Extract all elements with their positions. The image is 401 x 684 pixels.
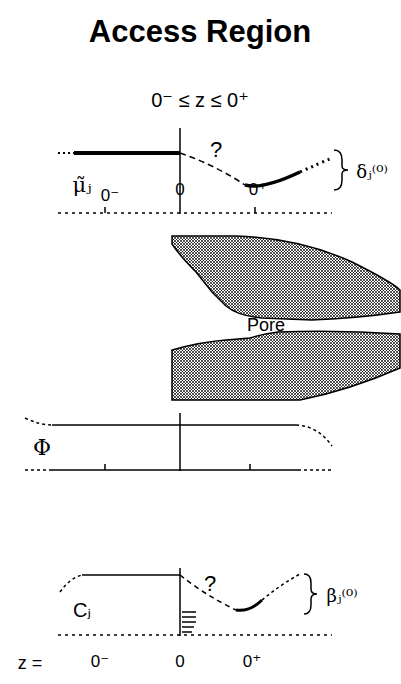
question-mark: ? <box>210 138 222 162</box>
axis-tick-label: 0 <box>175 653 184 672</box>
axis-tick-label: 0⁺ <box>249 181 267 200</box>
axis-tick-label: 0⁻ <box>91 653 109 672</box>
axis-tick-label: 0⁻ <box>101 187 119 206</box>
potential-symbol: μ̃ⱼ <box>72 174 91 197</box>
axis-tick-label: 0 <box>175 181 184 200</box>
axis-tick-label: 0⁺ <box>243 653 261 672</box>
range-label: 0⁻ ≤ z ≤ 0⁺ <box>151 89 249 111</box>
pore-label: Pore <box>247 316 285 336</box>
title: Access Region <box>89 15 311 49</box>
concentration-symbol: Cⱼ <box>73 599 91 621</box>
potential-symbol: Φ <box>33 436 51 460</box>
axis-name: z = <box>18 654 43 674</box>
question-mark: ? <box>204 572 216 596</box>
jump-symbol: βⱼ⁽⁰⁾ <box>326 586 357 606</box>
jump-symbol: δⱼ⁽⁰⁾ <box>356 162 388 182</box>
